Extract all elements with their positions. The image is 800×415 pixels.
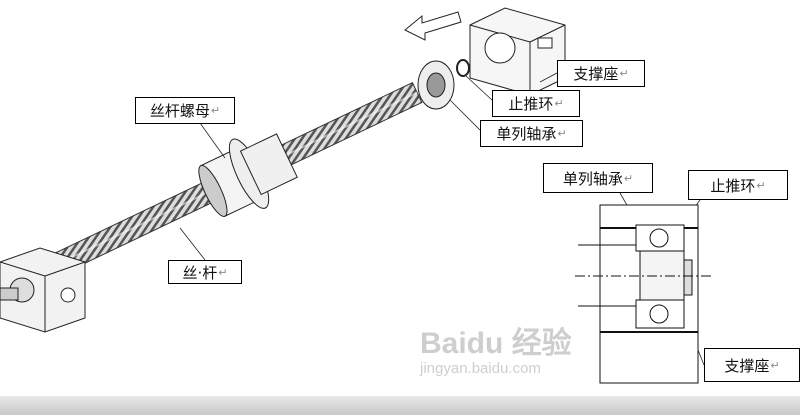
label-thrust-ring: 止推环↵ — [492, 90, 580, 117]
label-support-block: 支撑座↵ — [557, 60, 645, 87]
return-mark: ↵ — [756, 178, 766, 192]
label-text: 丝·杆 — [182, 263, 218, 282]
screw-nut — [198, 133, 298, 217]
label-text: 支撑座 — [724, 356, 770, 375]
bottom-edge — [0, 396, 800, 415]
label-bearing-detail: 单列轴承↵ — [543, 163, 653, 193]
watermark-brand: Baidu — [420, 327, 504, 360]
label-text: 止推环 — [508, 95, 554, 113]
label-text: 止推环 — [710, 176, 756, 195]
return-mark: ↵ — [619, 67, 629, 80]
bearing-part — [417, 59, 470, 110]
label-text: 单列轴承 — [496, 125, 557, 143]
return-mark: ↵ — [770, 358, 780, 372]
return-mark: ↵ — [623, 171, 634, 185]
cross-section-detail — [575, 204, 712, 384]
left-support-block — [0, 247, 86, 333]
label-bearing: 单列轴承↵ — [480, 120, 583, 147]
label-thrust-ring-detail: 止推环↵ — [688, 170, 788, 200]
right-support-block — [469, 7, 566, 96]
watermark-cn: 经验 — [511, 327, 572, 360]
direction-arrow — [404, 11, 462, 41]
label-support-detail: 支撑座↵ — [704, 348, 800, 382]
label-screw-nut: 丝杆螺母↵ — [135, 97, 235, 124]
return-mark: ↵ — [557, 127, 567, 140]
label-screw: 丝·杆↵ — [168, 260, 242, 284]
label-text: 丝杆螺母 — [149, 102, 210, 120]
label-text: 支撑座 — [573, 65, 619, 83]
return-mark: ↵ — [218, 265, 228, 279]
return-mark: ↵ — [210, 104, 221, 117]
watermark-url: jingyan.baidu.com — [420, 360, 541, 377]
label-text: 单列轴承 — [562, 169, 623, 188]
watermark-logo: Baidu 经验 — [420, 318, 572, 362]
return-mark: ↵ — [554, 97, 564, 110]
